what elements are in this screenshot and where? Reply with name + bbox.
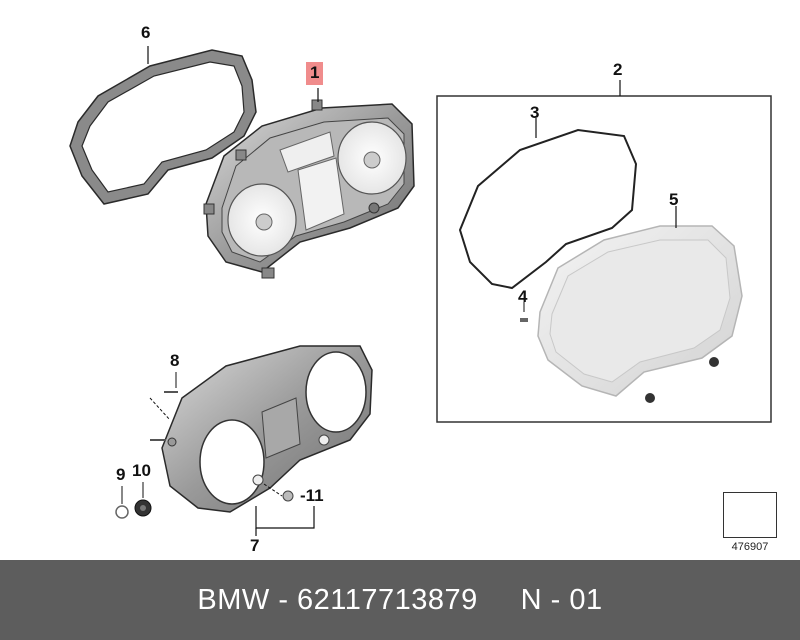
callout-2: 2 bbox=[613, 60, 623, 79]
part-7-housing bbox=[149, 345, 373, 536]
assembly-box-2 bbox=[436, 80, 772, 423]
footer-bar: BMW - 62117713879 N - 01 bbox=[0, 560, 800, 640]
parts-diagram bbox=[69, 46, 773, 536]
part-1-instrument-cluster bbox=[203, 88, 415, 279]
footer-separator: - bbox=[269, 583, 298, 616]
footer-part-number: 62117713879 bbox=[297, 583, 478, 616]
callout-4: 4 bbox=[518, 287, 528, 306]
footer-brand: BMW bbox=[197, 583, 270, 616]
part-6-seal-ring bbox=[69, 46, 257, 205]
callout-6: 6 bbox=[141, 23, 151, 42]
callout-1: 1 bbox=[306, 62, 324, 85]
reference-number: 476907 bbox=[731, 541, 769, 553]
part-3-gasket bbox=[458, 118, 638, 290]
callout-9: 9 bbox=[116, 465, 126, 484]
callout-11: -11 bbox=[300, 486, 324, 505]
box-grommets bbox=[645, 357, 719, 403]
parts-9-10 bbox=[115, 482, 152, 519]
footer-spacer bbox=[478, 584, 521, 617]
part-4-screw bbox=[520, 302, 528, 322]
reference-box bbox=[723, 492, 777, 538]
callout-3: 3 bbox=[530, 103, 540, 122]
callout-8: 8 bbox=[170, 351, 180, 370]
callout-10: 10 bbox=[132, 461, 151, 480]
callout-7: 7 bbox=[250, 536, 260, 555]
footer-position: N - 01 bbox=[520, 583, 603, 616]
callout-5: 5 bbox=[669, 190, 679, 209]
part-5-glass-cover bbox=[537, 206, 743, 397]
